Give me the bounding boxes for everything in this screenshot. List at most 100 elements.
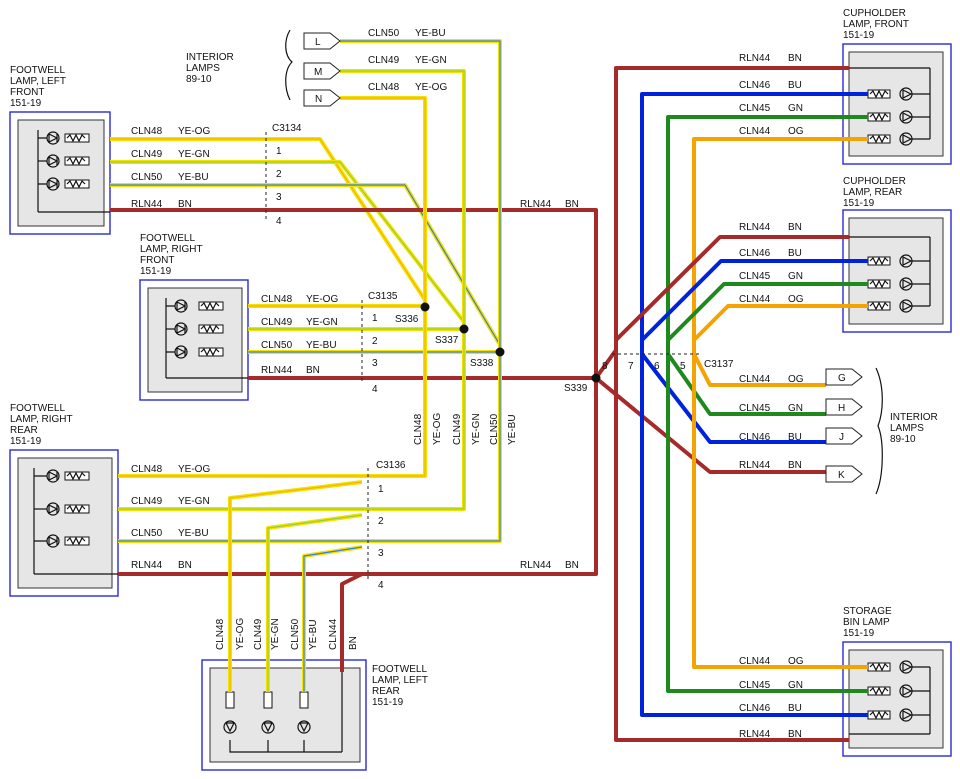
component-body: [848, 649, 944, 749]
label-line: FOOTWELL: [10, 65, 65, 76]
circuit-label: CLN50: [489, 413, 500, 445]
wire-cln45-cupr: [666, 282, 868, 342]
tag-l: [303, 32, 341, 50]
circuit-label: CLN48: [261, 294, 293, 305]
led-resistor-row: [34, 534, 118, 575]
tags-top: L M N INTERIOR LAMPS 89-10: [186, 29, 341, 107]
wire-rln44-storage: [614, 350, 849, 742]
color-label: YE-GN: [471, 413, 482, 445]
circuit-label: CLN50: [131, 172, 163, 183]
component-border: [9, 111, 111, 235]
circuit-label: CLN48: [131, 126, 163, 137]
circuit-label: CLN45: [739, 403, 771, 414]
color-label: YE-BU: [178, 172, 209, 183]
pin-label: 4: [378, 580, 384, 591]
circuit-label: RLN44: [520, 199, 552, 210]
circuit-label: CLN49: [131, 496, 163, 507]
component-border: [9, 449, 119, 597]
common-bus: [849, 67, 931, 140]
tag-k: [825, 465, 863, 483]
splice-label: S338: [470, 358, 494, 369]
label-line: STORAGE: [843, 606, 892, 617]
wire-rln44-rr: [118, 378, 598, 576]
common-bus: [849, 236, 931, 307]
color-label: BU: [788, 703, 802, 714]
resistor-led-row: [867, 684, 913, 698]
pin-label: 2: [372, 336, 378, 347]
cupholder-lamp-rear: CUPHOLDER LAMP, REAR 151-19: [842, 176, 952, 333]
circuit-label: CLN46: [739, 80, 771, 91]
label-line: REAR: [10, 425, 38, 436]
pin-label: 1: [378, 484, 384, 495]
label-line: FRONT: [10, 87, 44, 98]
label-line: LAMP, LEFT: [10, 76, 66, 87]
color-label: YE-GN: [178, 149, 210, 160]
component-border: [139, 279, 249, 401]
ref-label: 89-10: [890, 434, 916, 445]
pin-label: 1: [372, 313, 378, 324]
color-label: YE-OG: [432, 413, 443, 445]
wire-cln50-trunk: [368, 352, 502, 543]
label-line: FOOTWELL: [140, 233, 195, 244]
label-line: 151-19: [372, 697, 404, 708]
tag-label: G: [838, 373, 846, 384]
label-line: FOOTWELL: [10, 403, 65, 414]
color-label: BN: [788, 460, 802, 471]
tag-h: [825, 398, 863, 416]
ref-label: LAMPS: [186, 63, 220, 74]
label-line: 151-19: [843, 30, 875, 41]
wire-rln44-cupr: [614, 235, 849, 342]
color-label: YE-OG: [306, 294, 338, 305]
ref-label: 89-10: [186, 74, 212, 85]
tag-m: [303, 62, 341, 80]
label-line: REAR: [372, 686, 400, 697]
pin-label: 7: [628, 361, 634, 372]
color-label: OG: [788, 656, 804, 667]
circuit-label: CLN50: [368, 28, 400, 39]
connector-dashes: [265, 132, 700, 580]
splice-s338-dot: [495, 347, 505, 357]
led-resistor-row: [166, 345, 248, 379]
led-resistor-row: [33, 468, 90, 574]
color-label: OG: [788, 374, 804, 385]
circuit-label: CLN48: [413, 413, 424, 445]
color-label: YE-OG: [415, 82, 447, 93]
pin-label: 5: [680, 361, 686, 372]
color-label: OG: [788, 126, 804, 137]
color-label: YE-BU: [306, 340, 337, 351]
circuit-label: CLN48: [368, 82, 400, 93]
circuit-label: CLN45: [739, 680, 771, 691]
color-label: YE-BU: [308, 619, 319, 650]
connector-label: C3136: [376, 460, 406, 471]
connector-label: C3137: [704, 359, 734, 370]
color-label: YE-GN: [178, 496, 210, 507]
splice-s336-dot: [420, 302, 430, 312]
tag-label: J: [839, 432, 844, 443]
circuit-label: RLN44: [261, 365, 293, 376]
color-label: YE-BU: [415, 28, 446, 39]
label-line: 151-19: [140, 266, 172, 277]
common-bus: [849, 666, 931, 735]
circuit-label: CLN50: [131, 528, 163, 539]
wire-rln44-lr: [340, 572, 363, 672]
color-label: BN: [565, 560, 579, 571]
tag-label: N: [315, 94, 322, 105]
component-border: [842, 43, 952, 165]
led-resistor-row: [165, 298, 224, 378]
color-label: GN: [788, 271, 803, 282]
wire-cln49-trunk-stripe: [368, 329, 465, 510]
splice-label: S339: [564, 383, 588, 394]
wire-cln44-cupr: [692, 304, 868, 342]
label-line: 151-19: [843, 198, 875, 209]
circuit-label: CLN46: [739, 432, 771, 443]
wire-cln45-cupf: [666, 115, 868, 354]
led-resistor-row: [34, 502, 90, 516]
pin-label: 6: [654, 361, 660, 372]
tags-right: G H J K INTERIOR LAMPS 89-10: [825, 367, 938, 495]
color-label: YE-OG: [178, 126, 210, 137]
component-border: [842, 641, 952, 757]
label-line: CUPHOLDER: [843, 8, 906, 19]
color-label: BN: [306, 365, 320, 376]
label-line: LAMP, RIGHT: [10, 414, 73, 425]
